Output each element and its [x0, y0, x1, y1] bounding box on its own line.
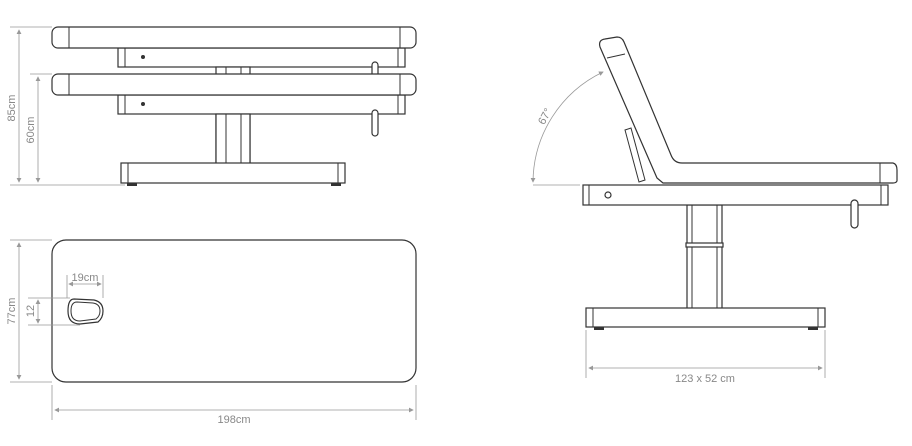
- width-label: 77cm: [6, 298, 18, 325]
- top-view: 19cm 12 77cm 198cm: [6, 239, 417, 426]
- max-height-label: 85cm: [6, 95, 18, 122]
- face-hole-width-label: 19cm: [72, 272, 99, 284]
- side-view-height: 85cm 60cm: [6, 26, 417, 186]
- backrest-angle-label: 67°: [536, 106, 554, 126]
- backrest-side-view: 67° 123 x 52 cm: [530, 36, 898, 385]
- length-label: 198cm: [217, 414, 250, 426]
- base-size-label: 123 x 52 cm: [675, 373, 735, 385]
- face-hole-height-label: 12: [25, 305, 37, 317]
- min-height-label: 60cm: [25, 117, 37, 144]
